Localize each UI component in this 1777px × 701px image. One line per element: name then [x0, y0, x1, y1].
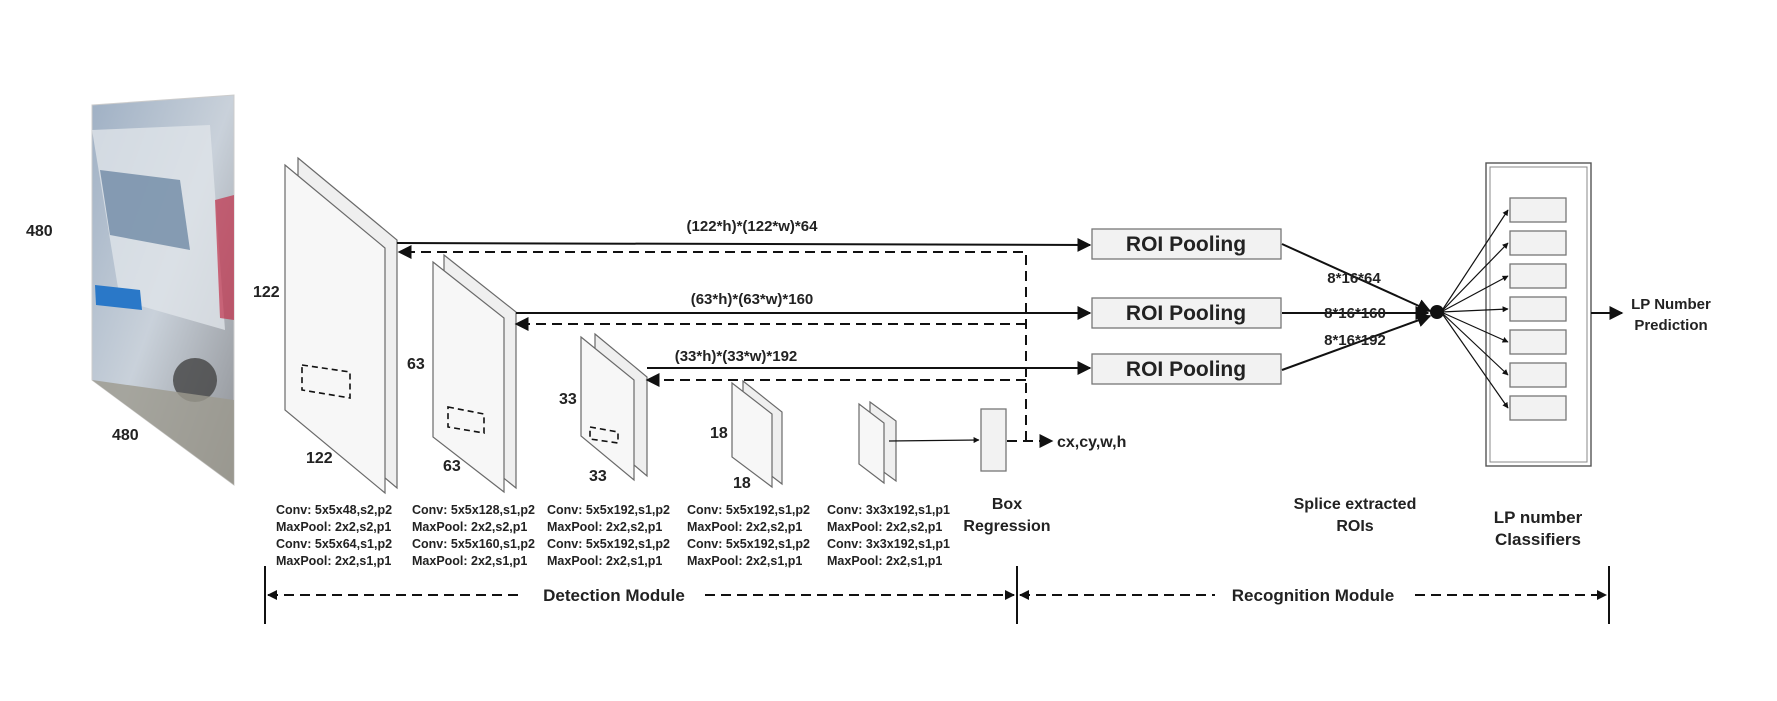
feature-map-arrow-1 [397, 243, 1090, 245]
classifier-box [1510, 297, 1566, 321]
layer-2-config-line: Conv: 5x5x128,s1,p2 [412, 503, 535, 517]
layer-5-config-line: Conv: 3x3x192,s1,p1 [827, 503, 950, 517]
layer-4-config-line: Conv: 5x5x192,s1,p2 [687, 537, 810, 551]
roi-pooling-1: ROI Pooling [1092, 229, 1281, 259]
layer5-to-box-arrow [889, 440, 979, 441]
layer-configs: Conv: 5x5x48,s2,p2MaxPool: 2x2,s2,p1Conv… [276, 503, 950, 568]
box-regression-block [981, 409, 1006, 471]
layer-5-config-line: MaxPool: 2x2,s2,p1 [827, 520, 942, 534]
layer-4-width: 18 [733, 475, 751, 492]
input-width-label: 480 [112, 427, 139, 444]
pooled-size-3: 8*16*192 [1324, 332, 1386, 349]
layer-3-width: 33 [589, 468, 607, 485]
box-regression-label-1: Box [992, 496, 1022, 513]
feature-layer-3 [581, 334, 647, 480]
layer-3-config-line: Conv: 5x5x192,s1,p2 [547, 537, 670, 551]
input-height-label: 480 [26, 223, 53, 240]
pooled-size-2: 8*16*160 [1324, 305, 1386, 322]
feature-layer-1 [285, 158, 397, 493]
feature-layer-4 [732, 381, 782, 487]
layer-2-height: 63 [407, 356, 425, 373]
detection-module-label: Detection Module [543, 586, 685, 605]
layer-5-config-line: Conv: 3x3x192,s1,p1 [827, 537, 950, 551]
layer-1-width: 122 [306, 450, 333, 467]
feature-layer-2 [433, 255, 516, 492]
module-brackets [265, 566, 1609, 624]
prediction-label-2: Prediction [1634, 317, 1707, 334]
layer-2-config-line: MaxPool: 2x2,s2,p1 [412, 520, 527, 534]
layer-3-height: 33 [559, 391, 577, 408]
feature-map-label-3: (33*h)*(33*w)*192 [675, 348, 798, 365]
layer-1-config-line: Conv: 5x5x48,s2,p2 [276, 503, 392, 517]
roi-pooling-3: ROI Pooling [1092, 354, 1281, 384]
classifier-box [1510, 198, 1566, 222]
layer-3-config-line: Conv: 5x5x192,s1,p2 [547, 503, 670, 517]
classifier-box [1510, 363, 1566, 387]
layer-2-width: 63 [443, 458, 461, 475]
layer-1-config-line: Conv: 5x5x64,s1,p2 [276, 537, 392, 551]
roi-pooling-label-2: ROI Pooling [1126, 302, 1246, 325]
layer-4-config-line: MaxPool: 2x2,s2,p1 [687, 520, 802, 534]
layer-5-config-line: MaxPool: 2x2,s1,p1 [827, 554, 942, 568]
recognition-module-label: Recognition Module [1232, 586, 1394, 605]
splice-label-2: ROIs [1336, 518, 1373, 535]
layer-2-config-line: Conv: 5x5x160,s1,p2 [412, 537, 535, 551]
layer-1-config-line: MaxPool: 2x2,s2,p1 [276, 520, 391, 534]
layer-3-config-line: MaxPool: 2x2,s2,p1 [547, 520, 662, 534]
layer-4-config-line: Conv: 5x5x192,s1,p2 [687, 503, 810, 517]
roi-pooling-2: ROI Pooling [1092, 298, 1281, 328]
feature-map-label-1: (122*h)*(122*w)*64 [687, 218, 819, 235]
prediction-label-1: LP Number [1631, 296, 1711, 313]
classifiers-label-1: LP number [1494, 508, 1583, 527]
layer-2-config-line: MaxPool: 2x2,s1,p1 [412, 554, 527, 568]
classifier-box [1510, 396, 1566, 420]
box-regression-label-2: Regression [963, 518, 1050, 535]
roi-pooling-label-3: ROI Pooling [1126, 358, 1246, 381]
layer-4-height: 18 [710, 425, 728, 442]
roi-pooling-label-1: ROI Pooling [1126, 233, 1246, 256]
box-output-label: cx,cy,w,h [1057, 434, 1126, 451]
classifier-box [1510, 330, 1566, 354]
classifiers-label-2: Classifiers [1495, 530, 1581, 549]
splice-label-1: Splice extracted [1294, 496, 1417, 513]
layer-1-config-line: MaxPool: 2x2,s1,p1 [276, 554, 391, 568]
feature-map-label-2: (63*h)*(63*w)*160 [691, 291, 814, 308]
layer-4-config-line: MaxPool: 2x2,s1,p1 [687, 554, 802, 568]
layer-3-config-line: MaxPool: 2x2,s1,p1 [547, 554, 662, 568]
pooled-size-1: 8*16*64 [1327, 270, 1381, 287]
classifier-box [1510, 231, 1566, 255]
classifier-box [1510, 264, 1566, 288]
layer-1-height: 122 [253, 284, 280, 301]
feature-layer-5 [859, 402, 896, 483]
